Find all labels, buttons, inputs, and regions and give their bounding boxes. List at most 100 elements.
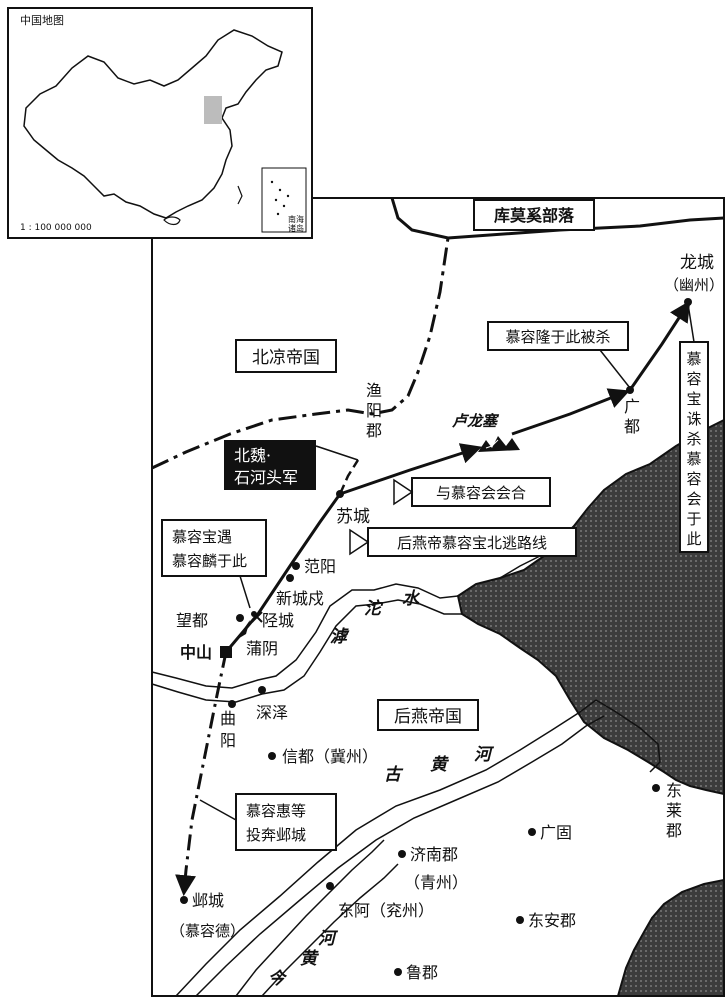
callout-beiwei-pointer (315, 445, 359, 461)
label-guanggu: 广固 (540, 823, 572, 842)
place-markers (180, 298, 692, 976)
label-wangdu: 望都 (176, 611, 208, 630)
northern-frontier-dashdot (151, 237, 450, 470)
svg-text:会: 会 (686, 490, 701, 508)
label-puyin: 蒲阴 (246, 639, 278, 658)
label-hutuo-1: 滹 (330, 627, 350, 647)
state-houyan-label: 后燕帝国 (394, 707, 462, 727)
kumoxi-border (390, 197, 725, 240)
inset-map-frame (7, 7, 313, 239)
inset-south-sea-label-1: 南海 (288, 214, 304, 224)
svg-text:于: 于 (686, 510, 701, 528)
label-fanyang: 范阳 (304, 557, 336, 576)
label-donge: 东阿（兖州） (338, 901, 434, 920)
state-kumoxi-label: 库莫奚部落 (494, 206, 575, 225)
present-yellow-river-west (235, 839, 385, 997)
label-donglai-1: 东 (666, 781, 682, 800)
svg-text:诛: 诛 (686, 410, 701, 428)
label-donglai-2: 莱 (666, 801, 682, 820)
label-quyang-1: 曲 (220, 709, 236, 728)
svg-text:慕: 慕 (686, 350, 701, 368)
inset-south-sea-islands (270, 180, 290, 216)
coastline-detail-2 (499, 555, 541, 579)
callout-baoyu-line2: 慕容麟于此 (172, 552, 247, 570)
inset-scale: 1 : 100 000 000 (20, 223, 92, 233)
label-hutuo-2: 沱 (364, 599, 384, 619)
callout-meet-text: 与慕容会会合 (436, 484, 526, 502)
label-youzhou: （幽州） (664, 276, 724, 294)
state-box-houyan (377, 699, 479, 731)
callout-zhuhui-pointer (687, 303, 695, 343)
label-new-yellow-3: 河 (318, 929, 339, 949)
state-box-kumoxi (473, 199, 595, 231)
callout-beiwei-box (224, 440, 316, 490)
callout-baoyu-box (161, 519, 267, 577)
svg-text:慕: 慕 (686, 450, 701, 468)
label-xinchengshu: 新城戍 (276, 589, 324, 608)
label-zhongshan: 中山 (180, 643, 212, 662)
inset-highlight-area (204, 96, 222, 124)
label-yuyang-3: 郡 (366, 421, 382, 440)
callout-hui-line1: 慕容惠等 (246, 802, 306, 820)
callout-route-text: 后燕帝慕容宝北逃路线 (397, 534, 547, 552)
inset-taiwan (237, 185, 243, 205)
callout-meet-box (411, 477, 551, 507)
svg-text:容: 容 (686, 470, 701, 488)
callout-longshou-text: 慕容隆于此被杀 (505, 328, 610, 346)
state-north-label: 北凉帝国 (252, 348, 320, 368)
callout-zhuhui-text: 慕 容 宝 诛 杀 慕 容 会 于 此 (686, 350, 701, 548)
battle-mark-icon (251, 611, 263, 623)
hutuo-river-south (151, 599, 462, 703)
label-yecheng: 邺城 (192, 891, 224, 910)
callout-hui-line2: 投奔邺城 (246, 826, 306, 844)
label-hutuo-3: 水 (402, 589, 421, 609)
label-xindu: 信都（冀州） (282, 747, 378, 766)
route-to-guangdu (511, 388, 630, 436)
callout-beiwei-line2: 石河头军 (234, 468, 298, 487)
callout-longshou-pointer (599, 349, 631, 389)
sea-area (456, 418, 725, 796)
label-murongde: （慕容德） (170, 922, 245, 940)
inset-south-sea-label-2: 诸岛 (288, 223, 304, 233)
label-jinan: 济南郡 (410, 845, 458, 864)
label-new-yellow-2: 黄 (300, 949, 320, 969)
mountain-icon (478, 436, 520, 452)
label-yuyang-1: 渔 (366, 381, 382, 400)
label-dongan: 东安郡 (528, 911, 576, 930)
hutuo-river-north (151, 583, 459, 689)
label-lulongsai: 卢龙塞 (452, 412, 500, 430)
label-quyang-2: 阳 (220, 731, 236, 750)
label-sucheng: 苏城 (336, 507, 370, 527)
route-to-longcheng (628, 300, 691, 391)
svg-text:杀: 杀 (686, 430, 701, 448)
callout-longshou-box (487, 321, 629, 351)
old-yellow-river-south (195, 715, 605, 997)
inset-title: 中国地图 (20, 14, 64, 27)
present-yellow-river-east (261, 863, 399, 997)
callout-hui-pointer (199, 799, 237, 821)
label-donglai-3: 郡 (666, 821, 682, 840)
svg-text:宝: 宝 (686, 390, 701, 408)
route-to-lulong (339, 443, 482, 496)
callout-meet-tail (393, 478, 414, 506)
label-old-yellow-1: 古 (384, 765, 404, 785)
inset-south-sea-box (261, 167, 307, 233)
route-south-dashed (175, 651, 228, 897)
label-guangdu-1: 广 (624, 397, 640, 416)
label-guangdu-2: 都 (624, 417, 640, 436)
label-lujun: 鲁郡 (406, 963, 438, 982)
old-yellow-river-north (175, 699, 597, 997)
svg-text:此: 此 (686, 530, 701, 548)
callout-baoyu-line1: 慕容宝遇 (172, 528, 232, 546)
route-arrowhead (236, 620, 250, 640)
coastline-detail (595, 699, 661, 773)
callout-baoyu-pointer (239, 575, 251, 609)
label-qingzhou: （青州） (404, 873, 468, 892)
label-old-yellow-3: 河 (474, 745, 495, 765)
state-box-north (235, 339, 337, 373)
sea-area-south (616, 878, 725, 997)
label-xingcheng: 陉城 (262, 611, 294, 630)
label-longcheng: 龙城 (680, 253, 714, 273)
callout-hui-box (235, 793, 337, 851)
